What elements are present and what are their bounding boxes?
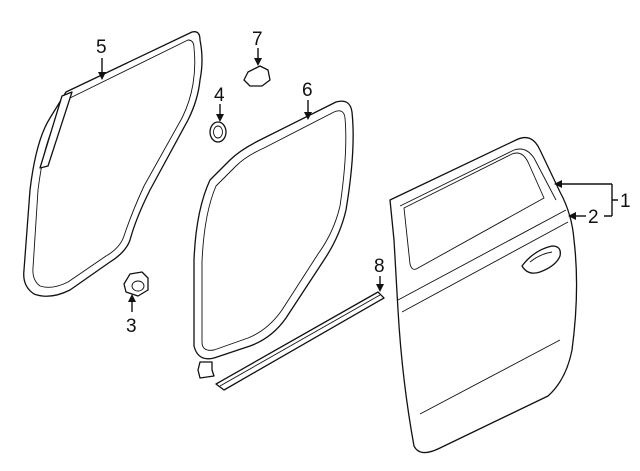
callout-4: 4 [214, 85, 225, 106]
callout-2: 2 [588, 207, 599, 228]
callout-7: 7 [252, 29, 263, 50]
part-6-body-weatherstrip [193, 100, 354, 379]
callout-3: 3 [126, 316, 137, 337]
callout-8: 8 [374, 256, 385, 277]
part-7-clip [243, 65, 271, 87]
callout-5: 5 [96, 37, 107, 58]
callout-1: 1 [620, 191, 631, 212]
part-1-door-assembly [389, 136, 578, 454]
leader-lines [98, 48, 618, 312]
part-5-door-weatherstrip [23, 31, 203, 297]
part-3-bumper [123, 271, 149, 297]
part-8-belt-molding [215, 291, 385, 391]
part-4-grommet [209, 121, 227, 143]
callout-6: 6 [302, 80, 313, 101]
